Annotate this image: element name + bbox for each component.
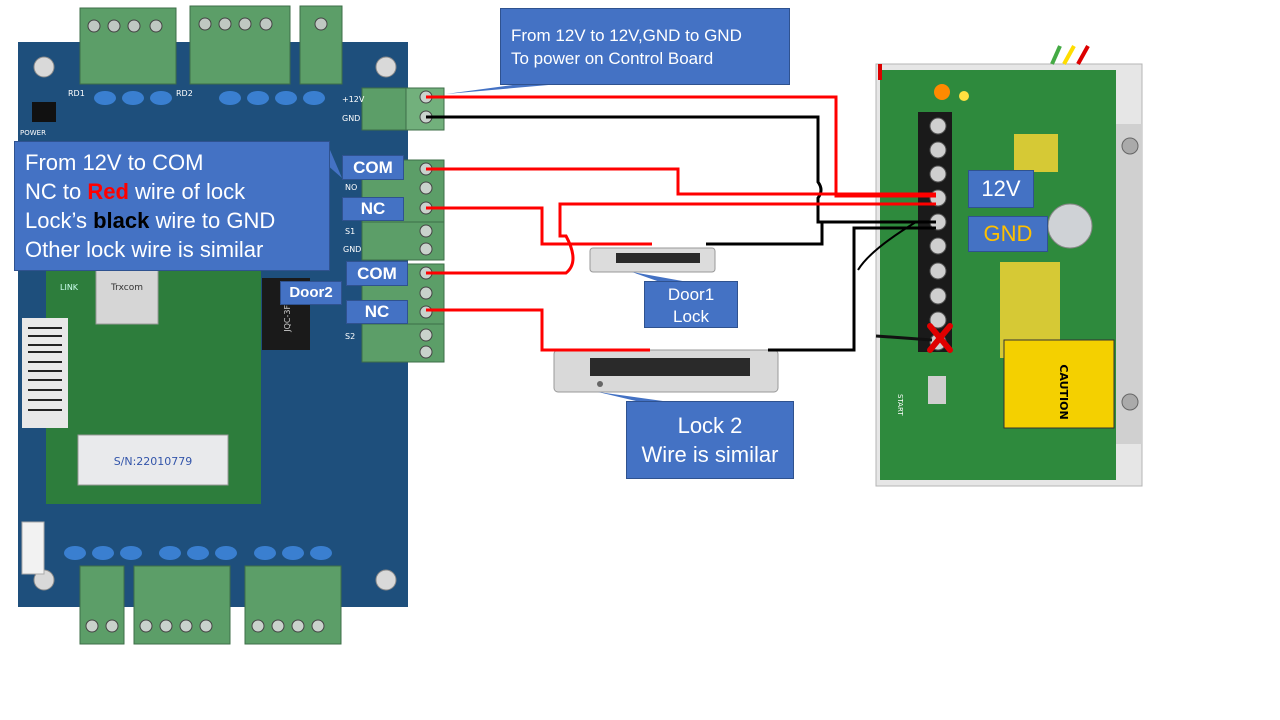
- relay-label: JQC-3FF: [283, 300, 292, 333]
- com1-tag: COM: [342, 155, 404, 180]
- do-not-use-mark: [927, 323, 953, 353]
- wiring-line3: Lock’s black wire to GND: [25, 206, 319, 235]
- mount-hole: [33, 56, 55, 78]
- wiring-line3-pre: Lock’s: [25, 208, 94, 233]
- caution-sticker: [1003, 339, 1115, 429]
- door1-callout-line2: Lock: [673, 307, 709, 326]
- door1-callout-tail: [632, 272, 688, 282]
- wire-door1-gnd: [706, 222, 824, 246]
- s1-label: S1: [345, 227, 355, 236]
- link-label: LINK: [60, 283, 79, 292]
- serial-sticker: [77, 434, 229, 486]
- rd1-label: RD1: [68, 89, 85, 98]
- s2-label: S2: [345, 332, 355, 341]
- wiring-line1: From 12V to COM: [25, 150, 204, 175]
- lock2-magnet: [553, 349, 779, 393]
- wiring-line2: NC to Red wire of lock: [25, 177, 319, 206]
- gnd-label: GND: [343, 245, 361, 254]
- mount-hole: [375, 56, 397, 78]
- wiring-callout: From 12V to COM NC to Red wire of lock L…: [14, 141, 330, 271]
- serial-number: S/N:22010779: [114, 455, 193, 468]
- power-callout-line2: To power on Control Board: [511, 49, 714, 68]
- door1-lock-callout: Door1 Lock: [644, 281, 738, 328]
- wiring-line3-post: wire to GND: [149, 208, 276, 233]
- wiring-line3-black: black: [93, 208, 150, 233]
- door1-lock: [589, 247, 716, 273]
- door1-callout-line1: Door1: [667, 285, 715, 304]
- top-terminal-blocks: [79, 5, 343, 85]
- led: [959, 91, 969, 101]
- nc1-tag: NC: [342, 197, 404, 221]
- com2-tag: COM: [346, 261, 408, 286]
- barcode-sticker: [22, 318, 68, 428]
- wire-12v-power: [426, 95, 936, 198]
- rd2-label: RD2: [176, 89, 193, 98]
- plus12-pin-label: +12V: [342, 95, 365, 104]
- gnd-pin-label: GND: [342, 114, 360, 123]
- power-label: POWER: [20, 129, 46, 137]
- lock2-callout-line1: Lock 2: [677, 413, 743, 438]
- no-label: NO: [345, 183, 357, 192]
- psu-screw: [1121, 393, 1139, 411]
- lock2-callout-tail: [598, 392, 670, 402]
- wire-extra: [875, 334, 933, 342]
- power-supply-unit: CAUTION START: [875, 45, 1143, 487]
- wire-lock2-gnd: [768, 226, 936, 352]
- wiring-line4: Other lock wire is similar: [25, 237, 264, 262]
- wire-nc2: [426, 308, 650, 352]
- wire-com2: [426, 202, 936, 275]
- wiring-line2-pre: NC to: [25, 179, 88, 204]
- psu-side-plate: [1116, 124, 1142, 444]
- white-connector: [21, 521, 45, 575]
- power-callout-tail: [446, 84, 560, 94]
- network-chip: [95, 267, 159, 325]
- wires: [426, 95, 936, 352]
- potentiometer: [934, 84, 950, 100]
- lock2-callout: Lock 2 Wire is similar: [626, 401, 794, 479]
- wire-gnd-lead: [857, 221, 917, 271]
- psu-gnd-tag: GND: [968, 216, 1048, 252]
- mount-hole: [375, 569, 397, 591]
- wire-com1: [426, 167, 936, 196]
- start-label: START: [896, 394, 904, 416]
- wiring-line2-post: wire of lock: [128, 179, 246, 204]
- wire-gnd-power: [426, 115, 936, 224]
- right-terminal-blocks: +12V GND NO S1 GND S2: [342, 87, 445, 363]
- nc2-tag: NC: [346, 300, 408, 324]
- wire-nc1: [426, 206, 652, 246]
- caution-label: CAUTION: [1057, 364, 1070, 419]
- capacitor: [1047, 203, 1093, 249]
- power-callout: From 12V to 12V,GND to GND To power on C…: [500, 8, 790, 85]
- fuse: [928, 376, 946, 404]
- inductor: [1014, 134, 1058, 172]
- psu-screw: [1121, 137, 1139, 155]
- lock2-callout-line2: Wire is similar: [641, 442, 779, 467]
- power-jumper: [32, 102, 56, 122]
- power-callout-line1: From 12V to 12V,GND to GND: [511, 26, 742, 45]
- wiring-line2-red: Red: [87, 179, 129, 204]
- chip-label: Trxcom: [110, 283, 143, 293]
- bottom-terminal-blocks: [79, 565, 342, 645]
- psu-12v-tag: 12V: [968, 170, 1034, 208]
- access-control-board: Trxcom S/N:22010779 LINK JQC-3FF RD1 RD2…: [18, 5, 445, 645]
- door2-tag: Door2: [280, 281, 342, 305]
